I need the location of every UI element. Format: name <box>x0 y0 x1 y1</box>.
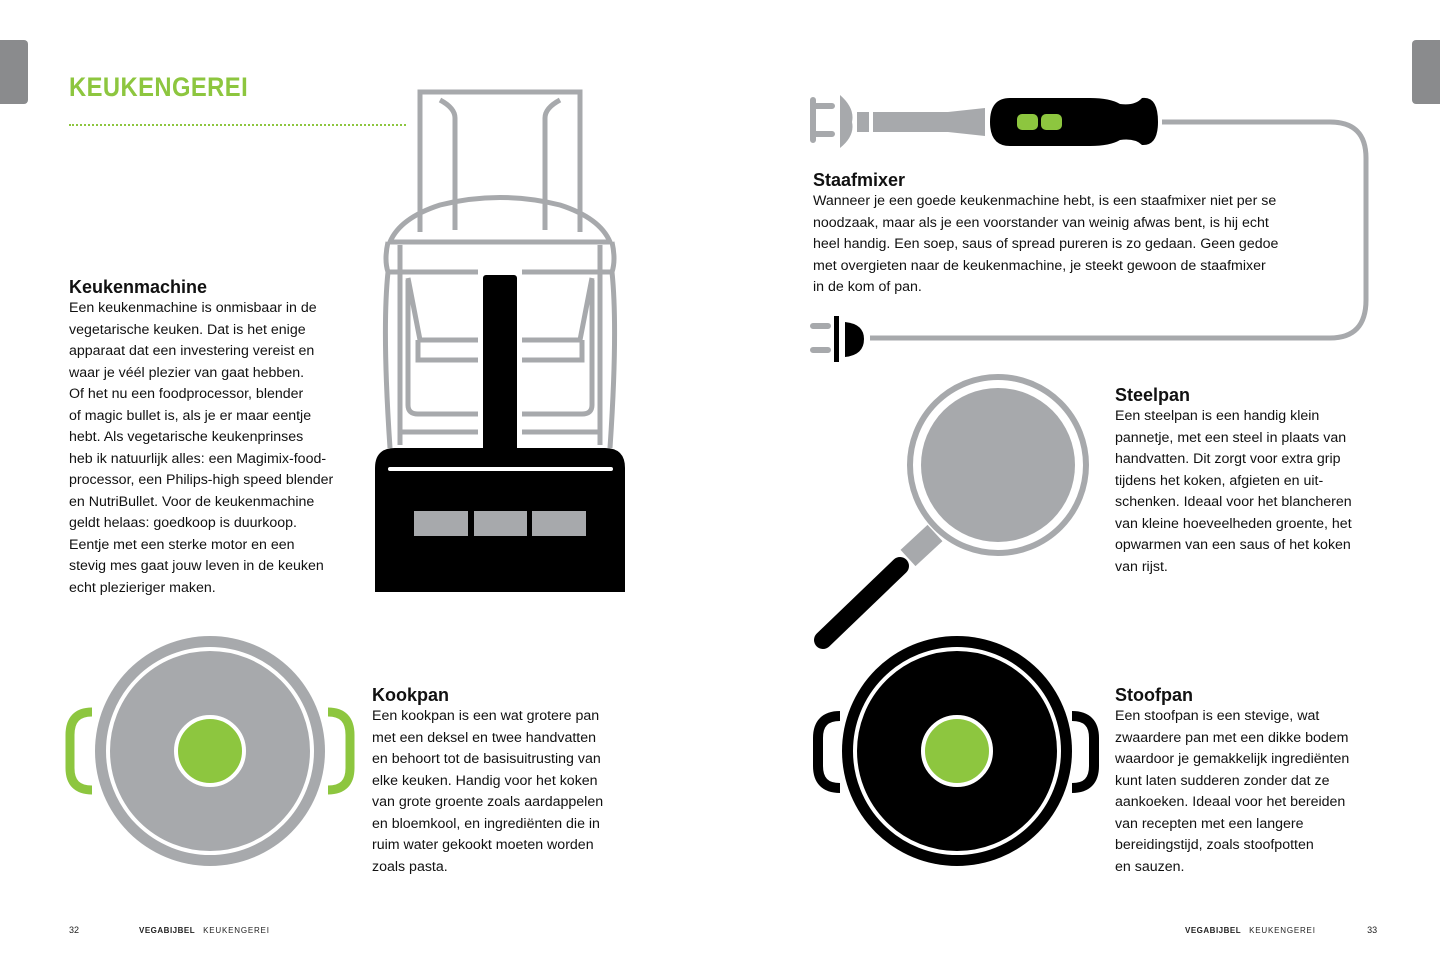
body-text-line: noodzaak, maar als je een voorstander va… <box>813 214 1269 231</box>
body-text-line: met overgieten naar de keukenmachine, je… <box>813 257 1266 274</box>
food-processor-pusher <box>479 271 521 459</box>
section-heading: Staafmixer <box>813 170 906 190</box>
cooking-pot-illustration <box>65 636 355 866</box>
body-text-line: tijdens het koken, afgieten en uit- <box>1115 472 1324 489</box>
footer-left: 32 VEGABIJBEL KEUKENGEREI <box>69 925 270 935</box>
body-text-line: Eentje met een sterke motor en een <box>69 536 295 553</box>
section-heading: Keukenmachine <box>69 277 208 297</box>
body-text-line: en NutriBullet. Voor de keukenmachine <box>69 493 315 510</box>
body-text-line: hebt. Als vegetarische keukenprinses <box>69 429 304 445</box>
body-text-line: vegetarische keuken. Dat is het enige <box>69 321 306 338</box>
body-text-line: waar je véél plezier van gaat hebben. <box>69 364 305 381</box>
body-text-line: of magic bullet is, als je er maar eentj… <box>69 407 312 424</box>
body-text-line: Een steelpan is een handig klein <box>1115 408 1320 424</box>
body-text-line: waardoor je gemakkelijk ingrediënten <box>1115 751 1350 767</box>
body-text-line: Een keukenmachine is onmisbaar in de <box>69 300 317 316</box>
body-text-line: Een kookpan is een wat grotere pan <box>372 708 600 724</box>
body-text-line: aankoeken. Ideaal voor het bereiden <box>1115 794 1346 810</box>
book-title: VEGABIJBEL <box>139 926 196 935</box>
body-text-line: stevig mes gaat jouw leven in de keuken <box>69 558 324 574</box>
section-heading: Stoofpan <box>1115 685 1193 705</box>
chapter-name: KEUKENGEREI <box>203 926 270 935</box>
body-text-line: processor, een Philips-high speed blende… <box>69 472 334 488</box>
body-text-line: van recepten met een langere <box>1115 815 1304 832</box>
body-text-line: apparaat dat een investering vereist en <box>69 343 315 359</box>
body-text-line: en behoort tot de basisuitrusting van <box>372 751 601 767</box>
food-processor-button <box>414 511 468 536</box>
stew-pot-illustration <box>813 636 1099 866</box>
chapter-tab-right <box>1412 40 1440 104</box>
body-text-line: bereidingstijd, zoals stoofpotten <box>1115 837 1314 853</box>
food-processor-button <box>532 511 586 536</box>
book-title: VEGABIJBEL <box>1185 926 1242 935</box>
body-text-line: ruim water gekookt moeten worden <box>372 837 594 853</box>
chapter-tab-left <box>0 40 28 104</box>
chapter-name: KEUKENGEREI <box>1249 926 1316 935</box>
body-text-line: van kleine hoeveelheden groente, het <box>1115 515 1352 532</box>
body-text-line: schenken. Ideaal voor het blancheren <box>1115 494 1352 510</box>
body-text-line: opwarmen van een saus of het koken <box>1115 537 1351 553</box>
page-title: KEUKENGEREI <box>69 72 249 102</box>
body-text-line: heb ik natuurlijk alles: een Magimix-foo… <box>69 450 327 467</box>
hand-blender-illustration <box>810 95 1369 362</box>
body-text-line: in de kom of pan. <box>813 279 922 295</box>
saucepan-illustration <box>814 374 1089 649</box>
page-number: 32 <box>69 925 80 935</box>
footer-right: VEGABIJBEL KEUKENGEREI 33 <box>1185 925 1377 935</box>
food-processor-button <box>474 511 527 536</box>
body-text-line: en sauzen. <box>1115 858 1185 875</box>
page-number: 33 <box>1367 925 1378 935</box>
body-text-line: heel handig. Een soep, saus of spread pu… <box>813 236 1279 252</box>
body-text-line: Of het nu een foodprocessor, blender <box>69 386 304 402</box>
body-text-line: elke keuken. Handig voor het koken <box>372 772 598 789</box>
title-divider <box>69 124 406 126</box>
body-text-line: kunt laten sudderen zonder dat ze <box>1115 772 1330 789</box>
body-text-line: met een deksel en twee handvatten <box>372 729 597 746</box>
section-heading: Kookpan <box>372 685 450 705</box>
body-text-line: van grote groente zoals aardappelen <box>372 794 604 810</box>
body-text-line: Een stoofpan is een stevige, wat <box>1115 708 1320 724</box>
body-text-line: Wanneer je een goede keukenmachine hebt,… <box>813 193 1277 209</box>
food-processor-illustration <box>382 89 618 449</box>
body-text-line: echt plezieriger maken. <box>69 579 216 596</box>
body-text-line: pannetje, met een steel in plaats van <box>1115 429 1347 446</box>
body-text-line: geldt helaas: goedkoop is duurkoop. <box>69 515 297 531</box>
body-text-line: zoals pasta. <box>372 858 448 875</box>
body-text-line: en bloemkool, en ingrediënten die in <box>372 815 600 832</box>
body-text-line: handvatten. Dit zorgt voor extra grip <box>1115 451 1341 467</box>
body-text-line: zwaardere pan met een dikke bodem <box>1115 729 1349 746</box>
body-text-line: van rijst. <box>1115 558 1168 575</box>
section-heading: Steelpan <box>1115 385 1191 405</box>
